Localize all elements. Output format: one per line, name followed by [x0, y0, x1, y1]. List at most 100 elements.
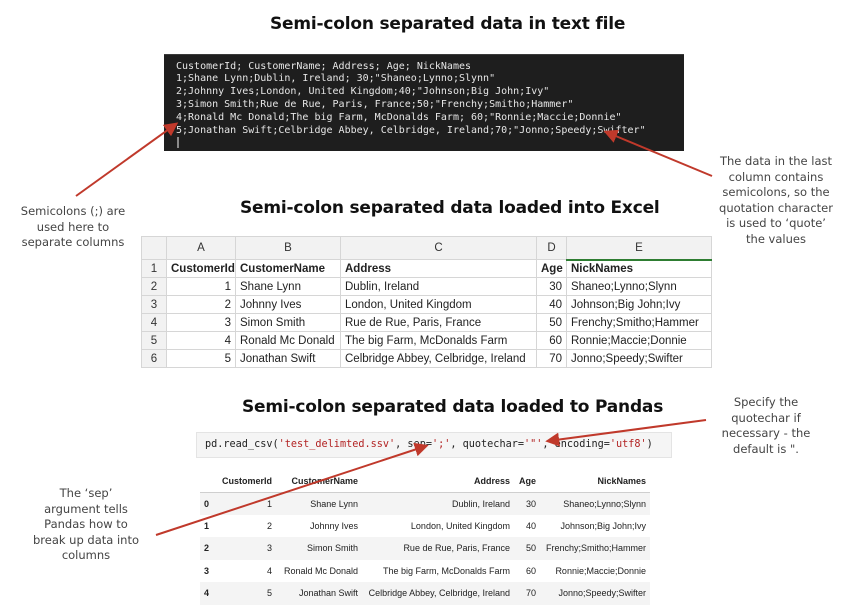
annotation-line: quotechar if: [731, 410, 801, 425]
excel-cell[interactable]: 1: [166, 277, 236, 296]
excel-column-letter[interactable]: B: [235, 236, 341, 260]
excel-cell[interactable]: Shane Lynn: [235, 277, 341, 296]
annotation-line: is used to ‘quote’: [726, 216, 826, 230]
annotation-line: separate columns: [21, 235, 125, 249]
excel-cell[interactable]: Simon Smith: [235, 313, 341, 332]
pandas-header-cell: Address: [362, 470, 514, 493]
excel-column-letter[interactable]: D: [536, 236, 567, 260]
excel-cell[interactable]: Celbridge Abbey, Celbridge, Ireland: [340, 349, 537, 368]
pandas-cell: 30: [514, 492, 540, 515]
pandas-cell: 60: [525, 565, 536, 576]
excel-cell[interactable]: London, United Kingdom: [340, 295, 537, 314]
code-string: '"': [523, 439, 543, 450]
excel-row-number[interactable]: 6: [141, 349, 167, 368]
excel-cell[interactable]: 70: [536, 349, 567, 368]
code-token: ): [646, 439, 653, 450]
pandas-cell: Jonno;Speedy;Swifter: [540, 582, 650, 605]
pandas-cell: 50: [514, 537, 540, 560]
pandas-row: 2 3 Simon Smith Rue de Rue, Paris, Franc…: [200, 537, 650, 560]
heading-pandas: Semi-colon separated data loaded to Pand…: [242, 397, 664, 417]
excel-column-letter[interactable]: C: [340, 236, 537, 260]
annotation-line: argument tells: [44, 501, 128, 516]
excel-sheet: A B C D E 1 CustomerId CustomerName Addr…: [141, 236, 712, 368]
excel-column-letter[interactable]: E: [566, 236, 712, 261]
excel-row: 4 3 Simon Smith Rue de Rue, Paris, Franc…: [141, 313, 712, 332]
pandas-cell: 40: [525, 520, 536, 531]
excel-cell[interactable]: Ronnie;Maccie;Donnie: [566, 331, 712, 350]
arrow-semicolons: [75, 122, 179, 197]
excel-cell[interactable]: Johnny Ives: [235, 295, 341, 314]
pandas-index: 3: [204, 565, 210, 576]
pandas-cell: Johnny Ives: [309, 520, 358, 531]
excel-row-number[interactable]: 4: [141, 313, 167, 332]
excel-cell[interactable]: NickNames: [566, 259, 712, 278]
excel-cell[interactable]: 30: [536, 277, 567, 296]
pandas-cell: Johnson;Big John;Ivy: [560, 520, 646, 531]
excel-cell[interactable]: Jonathan Swift: [235, 349, 341, 368]
annotation-line: the values: [746, 231, 806, 246]
excel-cell[interactable]: 4: [166, 331, 236, 350]
excel-cell[interactable]: Ronald Mc Donald: [235, 331, 341, 350]
pandas-cell: Dublin, Ireland: [362, 492, 514, 515]
excel-cell[interactable]: The big Farm, McDonalds Farm: [340, 331, 537, 350]
code-token: , encoding=: [542, 439, 610, 450]
annotation-line: Specify the: [733, 395, 799, 409]
annotation-last-column: The data in the last column contains sem…: [704, 154, 848, 247]
excel-cell[interactable]: 40: [536, 295, 567, 314]
annotation-line: break up data into: [32, 532, 140, 547]
annotation-line: semicolons, so the: [722, 185, 830, 199]
terminal-line: 3;Simon Smith;Rue de Rue, Paris, France;…: [176, 99, 574, 110]
pandas-cell: Rue de Rue, Paris, France: [362, 537, 514, 560]
excel-row-number[interactable]: 3: [141, 295, 167, 314]
excel-cell[interactable]: Shaneo;Lynno;Slynn: [566, 277, 712, 296]
excel-cell[interactable]: Jonno;Speedy;Swifter: [566, 349, 712, 368]
excel-cell[interactable]: 5: [166, 349, 236, 368]
code-token: , quotechar=: [450, 439, 524, 450]
excel-corner[interactable]: [141, 236, 167, 260]
pandas-header-cell: [200, 470, 218, 493]
code-string: 'utf8': [609, 439, 647, 450]
pandas-cell: Ronald Mc Donald: [283, 565, 358, 576]
pandas-cell: Shaneo;Lynno;Slynn: [540, 492, 650, 515]
annotation-line: Semicolons (;) are: [20, 204, 126, 218]
terminal-cursor: [177, 137, 179, 148]
annotation-line: Pandas how to: [44, 517, 128, 531]
annotation-sep: The ‘sep’ argument tells Pandas how to b…: [8, 486, 164, 564]
excel-cell[interactable]: Rue de Rue, Paris, France: [340, 313, 537, 332]
excel-cell[interactable]: Dublin, Ireland: [340, 277, 537, 296]
excel-cell[interactable]: 3: [166, 313, 236, 332]
pandas-row: 0 1 Shane Lynn Dublin, Ireland 30 Shaneo…: [200, 492, 650, 515]
pandas-header-row: CustomerId CustomerName Address Age Nick…: [200, 470, 650, 493]
excel-column-letter[interactable]: A: [166, 236, 236, 260]
code-token: pd.read_csv(: [205, 439, 279, 450]
excel-cell[interactable]: 2: [166, 295, 236, 314]
excel-column-header-row: A B C D E: [141, 236, 712, 261]
excel-cell[interactable]: CustomerName: [235, 259, 341, 278]
excel-cell[interactable]: CustomerId: [166, 259, 236, 278]
excel-row-number[interactable]: 5: [141, 331, 167, 350]
annotation-line: columns: [61, 548, 111, 562]
excel-cell[interactable]: Address: [340, 259, 537, 278]
excel-cell[interactable]: 60: [536, 331, 567, 350]
excel-row: 5 4 Ronald Mc Donald The big Farm, McDon…: [141, 331, 712, 350]
excel-row-number[interactable]: 2: [141, 277, 167, 296]
excel-row: 6 5 Jonathan Swift Celbridge Abbey, Celb…: [141, 349, 712, 368]
excel-cell[interactable]: 50: [536, 313, 567, 332]
terminal-window: CustomerId; CustomerName; Address; Age; …: [164, 54, 684, 151]
pandas-index: 4: [200, 582, 218, 605]
pandas-cell: 5: [218, 582, 276, 605]
annotation-line: default is ".: [733, 441, 799, 456]
excel-cell[interactable]: Johnson;Big John;Ivy: [566, 295, 712, 314]
excel-row-number[interactable]: 1: [141, 259, 167, 278]
excel-cell[interactable]: Frenchy;Smitho;Hammer: [566, 313, 712, 332]
excel-row: 1 CustomerId CustomerName Address Age Ni…: [141, 259, 712, 278]
pandas-header-cell: NickNames: [540, 470, 650, 493]
code-read-csv: pd.read_csv('test_delimted.ssv', sep=';'…: [196, 432, 672, 458]
terminal-line: 4;Ronald Mc Donald;The big Farm, McDonal…: [176, 112, 622, 123]
code-string: 'test_delimted.ssv': [278, 439, 396, 450]
pandas-index: 1: [204, 520, 210, 531]
pandas-index: 2: [200, 537, 218, 560]
code-token: , sep=: [395, 439, 432, 450]
pandas-index: 0: [200, 492, 218, 515]
excel-cell[interactable]: Age: [536, 259, 567, 278]
